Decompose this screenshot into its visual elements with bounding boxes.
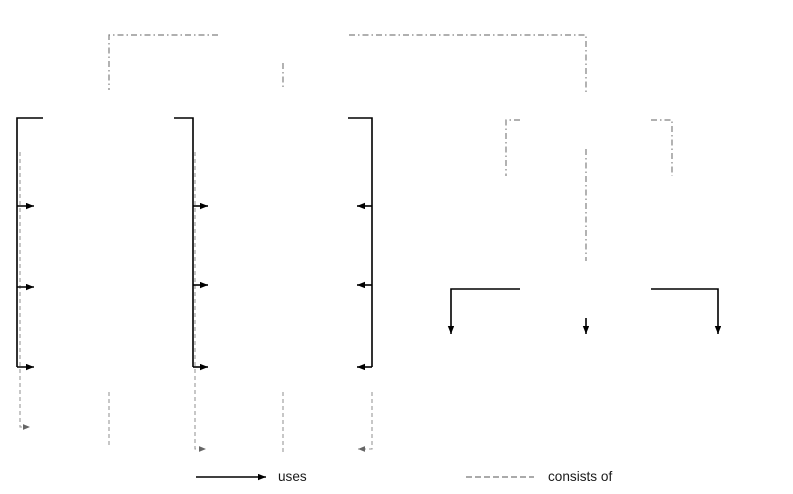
edge-group-consists-of <box>108 34 673 261</box>
edge-ipsec-to-key-management <box>349 34 587 92</box>
edge-isakmp-to-ike <box>447 288 520 334</box>
edge-stub-esp-bottom <box>19 152 30 430</box>
edge-stub-ah-bottom <box>194 152 206 452</box>
edge-group-consists-of-stubs <box>19 152 373 452</box>
edge-km-to-ikev2 <box>651 119 673 176</box>
edge-group-uses <box>16 117 722 371</box>
edge-isakmp-to-oakley <box>651 288 722 334</box>
edge-esp-spine-left <box>16 117 43 367</box>
edge-stub-right-inward <box>358 392 373 452</box>
edge-esp-spine-right <box>174 117 194 367</box>
edge-ah-spine-right <box>348 117 373 367</box>
edge-km-to-photuris <box>505 119 520 176</box>
legend-uses-label: uses <box>278 469 307 484</box>
legend-consists-of-label: consists of <box>548 469 613 484</box>
edge-ipsec-to-esp <box>108 34 218 90</box>
